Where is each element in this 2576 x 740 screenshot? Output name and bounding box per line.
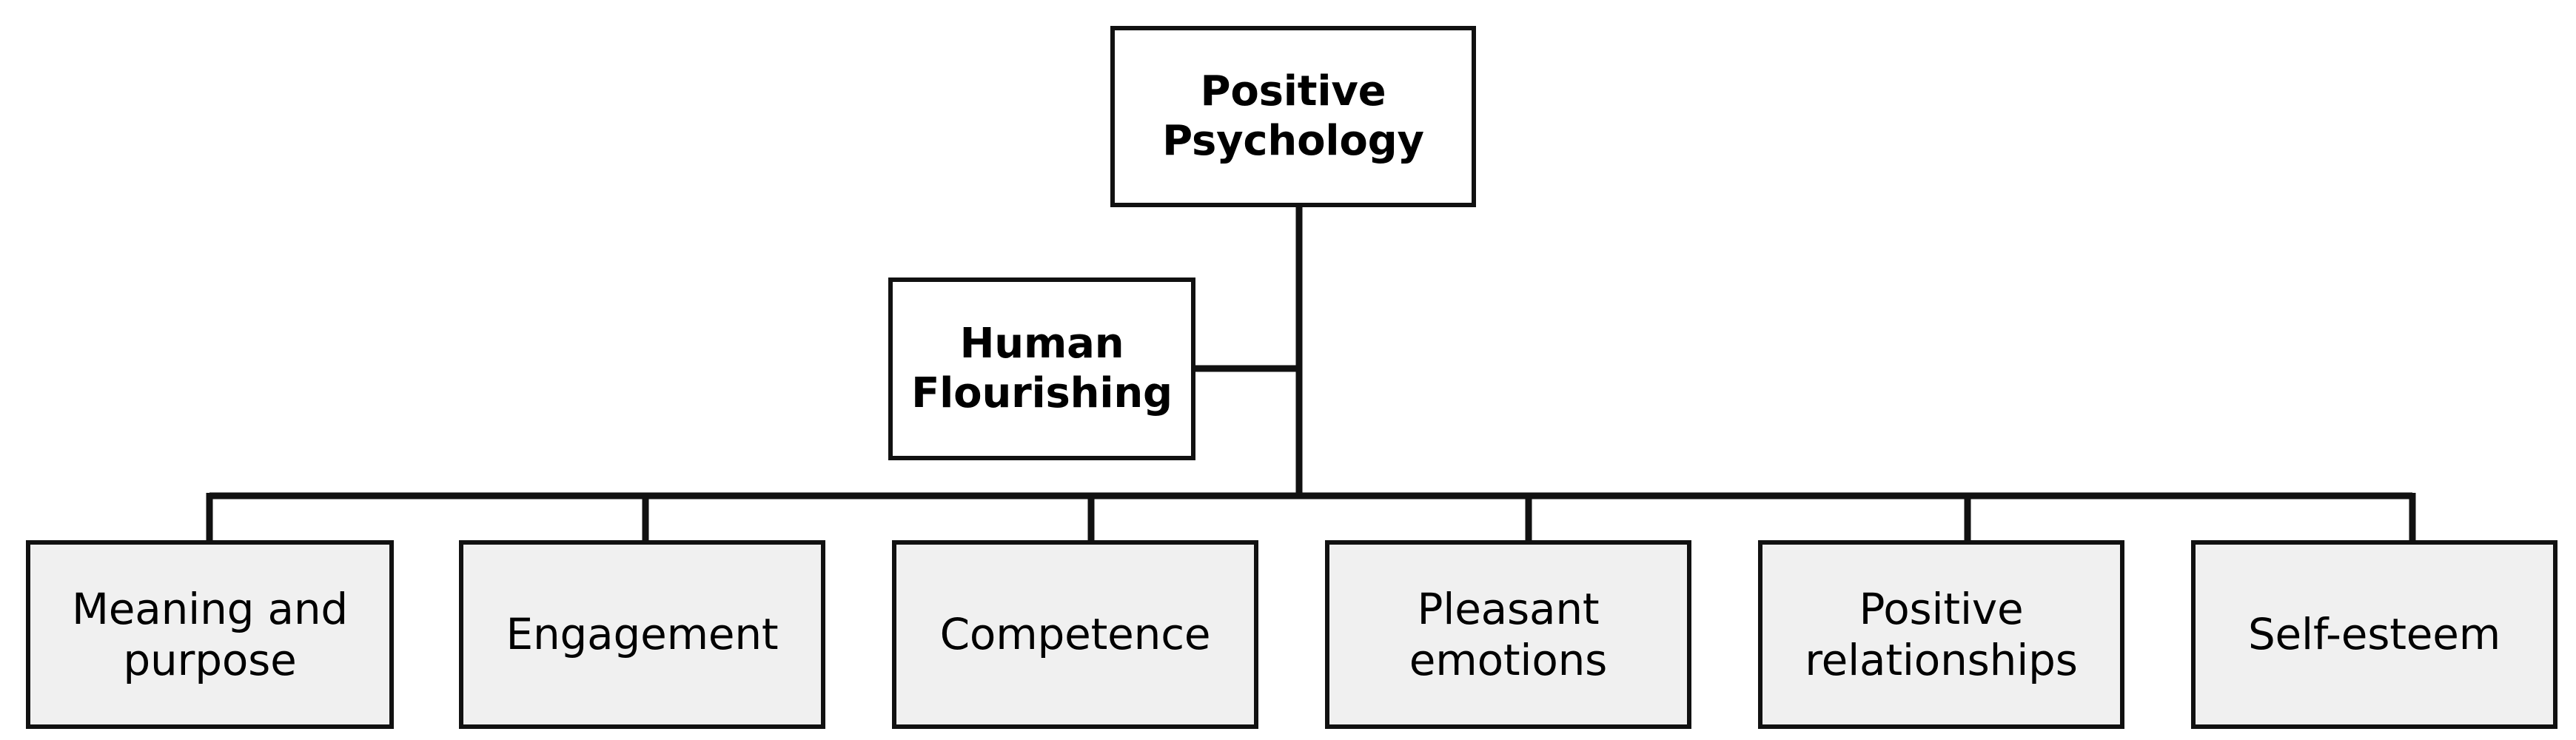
node-label: Pleasant emotions bbox=[1409, 584, 1608, 685]
node-positive-psychology[interactable]: Positive Psychology bbox=[1110, 26, 1476, 207]
node-positive-relationships[interactable]: Positive relationships bbox=[1758, 540, 2124, 729]
node-label: Engagement bbox=[506, 609, 779, 660]
node-label: Positive relationships bbox=[1805, 584, 2078, 685]
node-label: Meaning and purpose bbox=[71, 584, 349, 685]
node-meaning-and-purpose[interactable]: Meaning and purpose bbox=[26, 540, 394, 729]
node-pleasant-emotions[interactable]: Pleasant emotions bbox=[1325, 540, 1691, 729]
node-human-flourishing[interactable]: Human Flourishing bbox=[888, 278, 1195, 460]
node-label: Human Flourishing bbox=[911, 320, 1173, 417]
node-label: Self-esteem bbox=[2247, 609, 2501, 660]
node-competence[interactable]: Competence bbox=[892, 540, 1258, 729]
node-engagement[interactable]: Engagement bbox=[459, 540, 825, 729]
node-self-esteem[interactable]: Self-esteem bbox=[2191, 540, 2557, 729]
node-label: Competence bbox=[939, 609, 1211, 660]
node-label: Positive Psychology bbox=[1162, 67, 1424, 165]
